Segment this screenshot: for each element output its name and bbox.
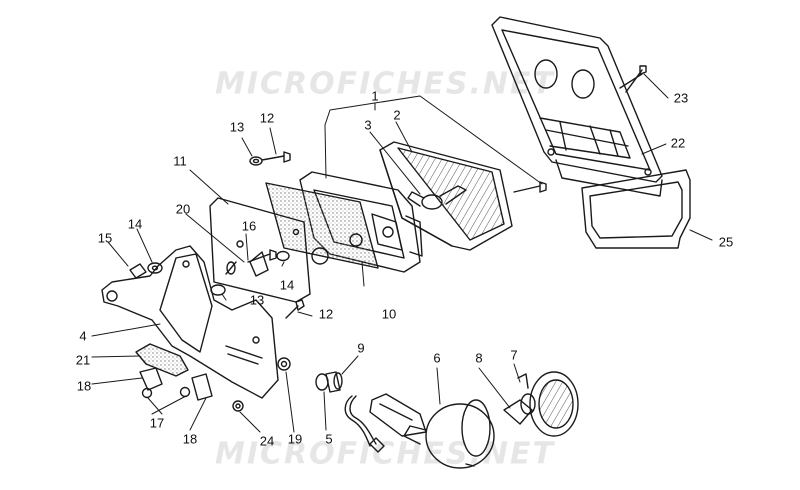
main-bracket <box>101 245 291 399</box>
callout-25: 25 <box>718 234 734 250</box>
callout-11: 11 <box>173 153 187 169</box>
callout-24: 24 <box>259 433 275 449</box>
callout-18-left: 18 <box>76 378 92 394</box>
license-plate-holder <box>491 16 663 197</box>
leader-lines <box>91 73 713 433</box>
callout-23: 23 <box>673 90 689 106</box>
callout-19: 19 <box>287 431 303 447</box>
callout-21: 21 <box>75 352 91 368</box>
callout-6: 6 <box>433 350 441 366</box>
license-plate-guard <box>581 169 691 249</box>
rubber-pad <box>135 343 189 377</box>
mounting-plate <box>209 197 311 303</box>
watermark-bottom: MICROFICHES.NET <box>215 436 555 472</box>
callout-9: 9 <box>357 340 365 356</box>
callout-10: 10 <box>381 306 397 322</box>
callout-14-left: 14 <box>127 216 143 232</box>
callout-7: 7 <box>510 347 518 363</box>
callout-4: 4 <box>79 328 87 344</box>
gasket-plate <box>265 182 379 269</box>
watermark-top: MICROFICHES.NET <box>215 66 555 102</box>
callout-1: 1 <box>371 88 379 104</box>
callout-17: 17 <box>149 415 165 431</box>
callout-14-right: 14 <box>279 277 295 293</box>
socket-and-grommet <box>315 371 343 393</box>
turn-signal-body <box>403 399 495 469</box>
turn-signal-lens <box>517 371 579 437</box>
wire-harness <box>344 393 427 453</box>
callout-5: 5 <box>325 431 333 447</box>
callout-12-bottom: 12 <box>318 306 334 322</box>
bulb <box>407 185 467 210</box>
callout-12-top: 12 <box>259 110 275 126</box>
callout-16: 16 <box>241 218 257 234</box>
turn-signal-bulb <box>503 393 536 425</box>
tail-light-lens <box>379 141 513 251</box>
callout-2: 2 <box>393 107 401 123</box>
callout-3: 3 <box>364 117 372 133</box>
callout-20: 20 <box>175 201 191 217</box>
callout-13-middle: 13 <box>249 292 265 308</box>
callout-22: 22 <box>670 135 686 151</box>
callout-8: 8 <box>475 350 483 366</box>
nuts-and-clips <box>139 367 244 412</box>
callout-18-bottom: 18 <box>182 431 198 447</box>
callout-13-top: 13 <box>229 119 245 135</box>
callout-15: 15 <box>97 230 113 246</box>
small-hardware <box>129 249 290 279</box>
